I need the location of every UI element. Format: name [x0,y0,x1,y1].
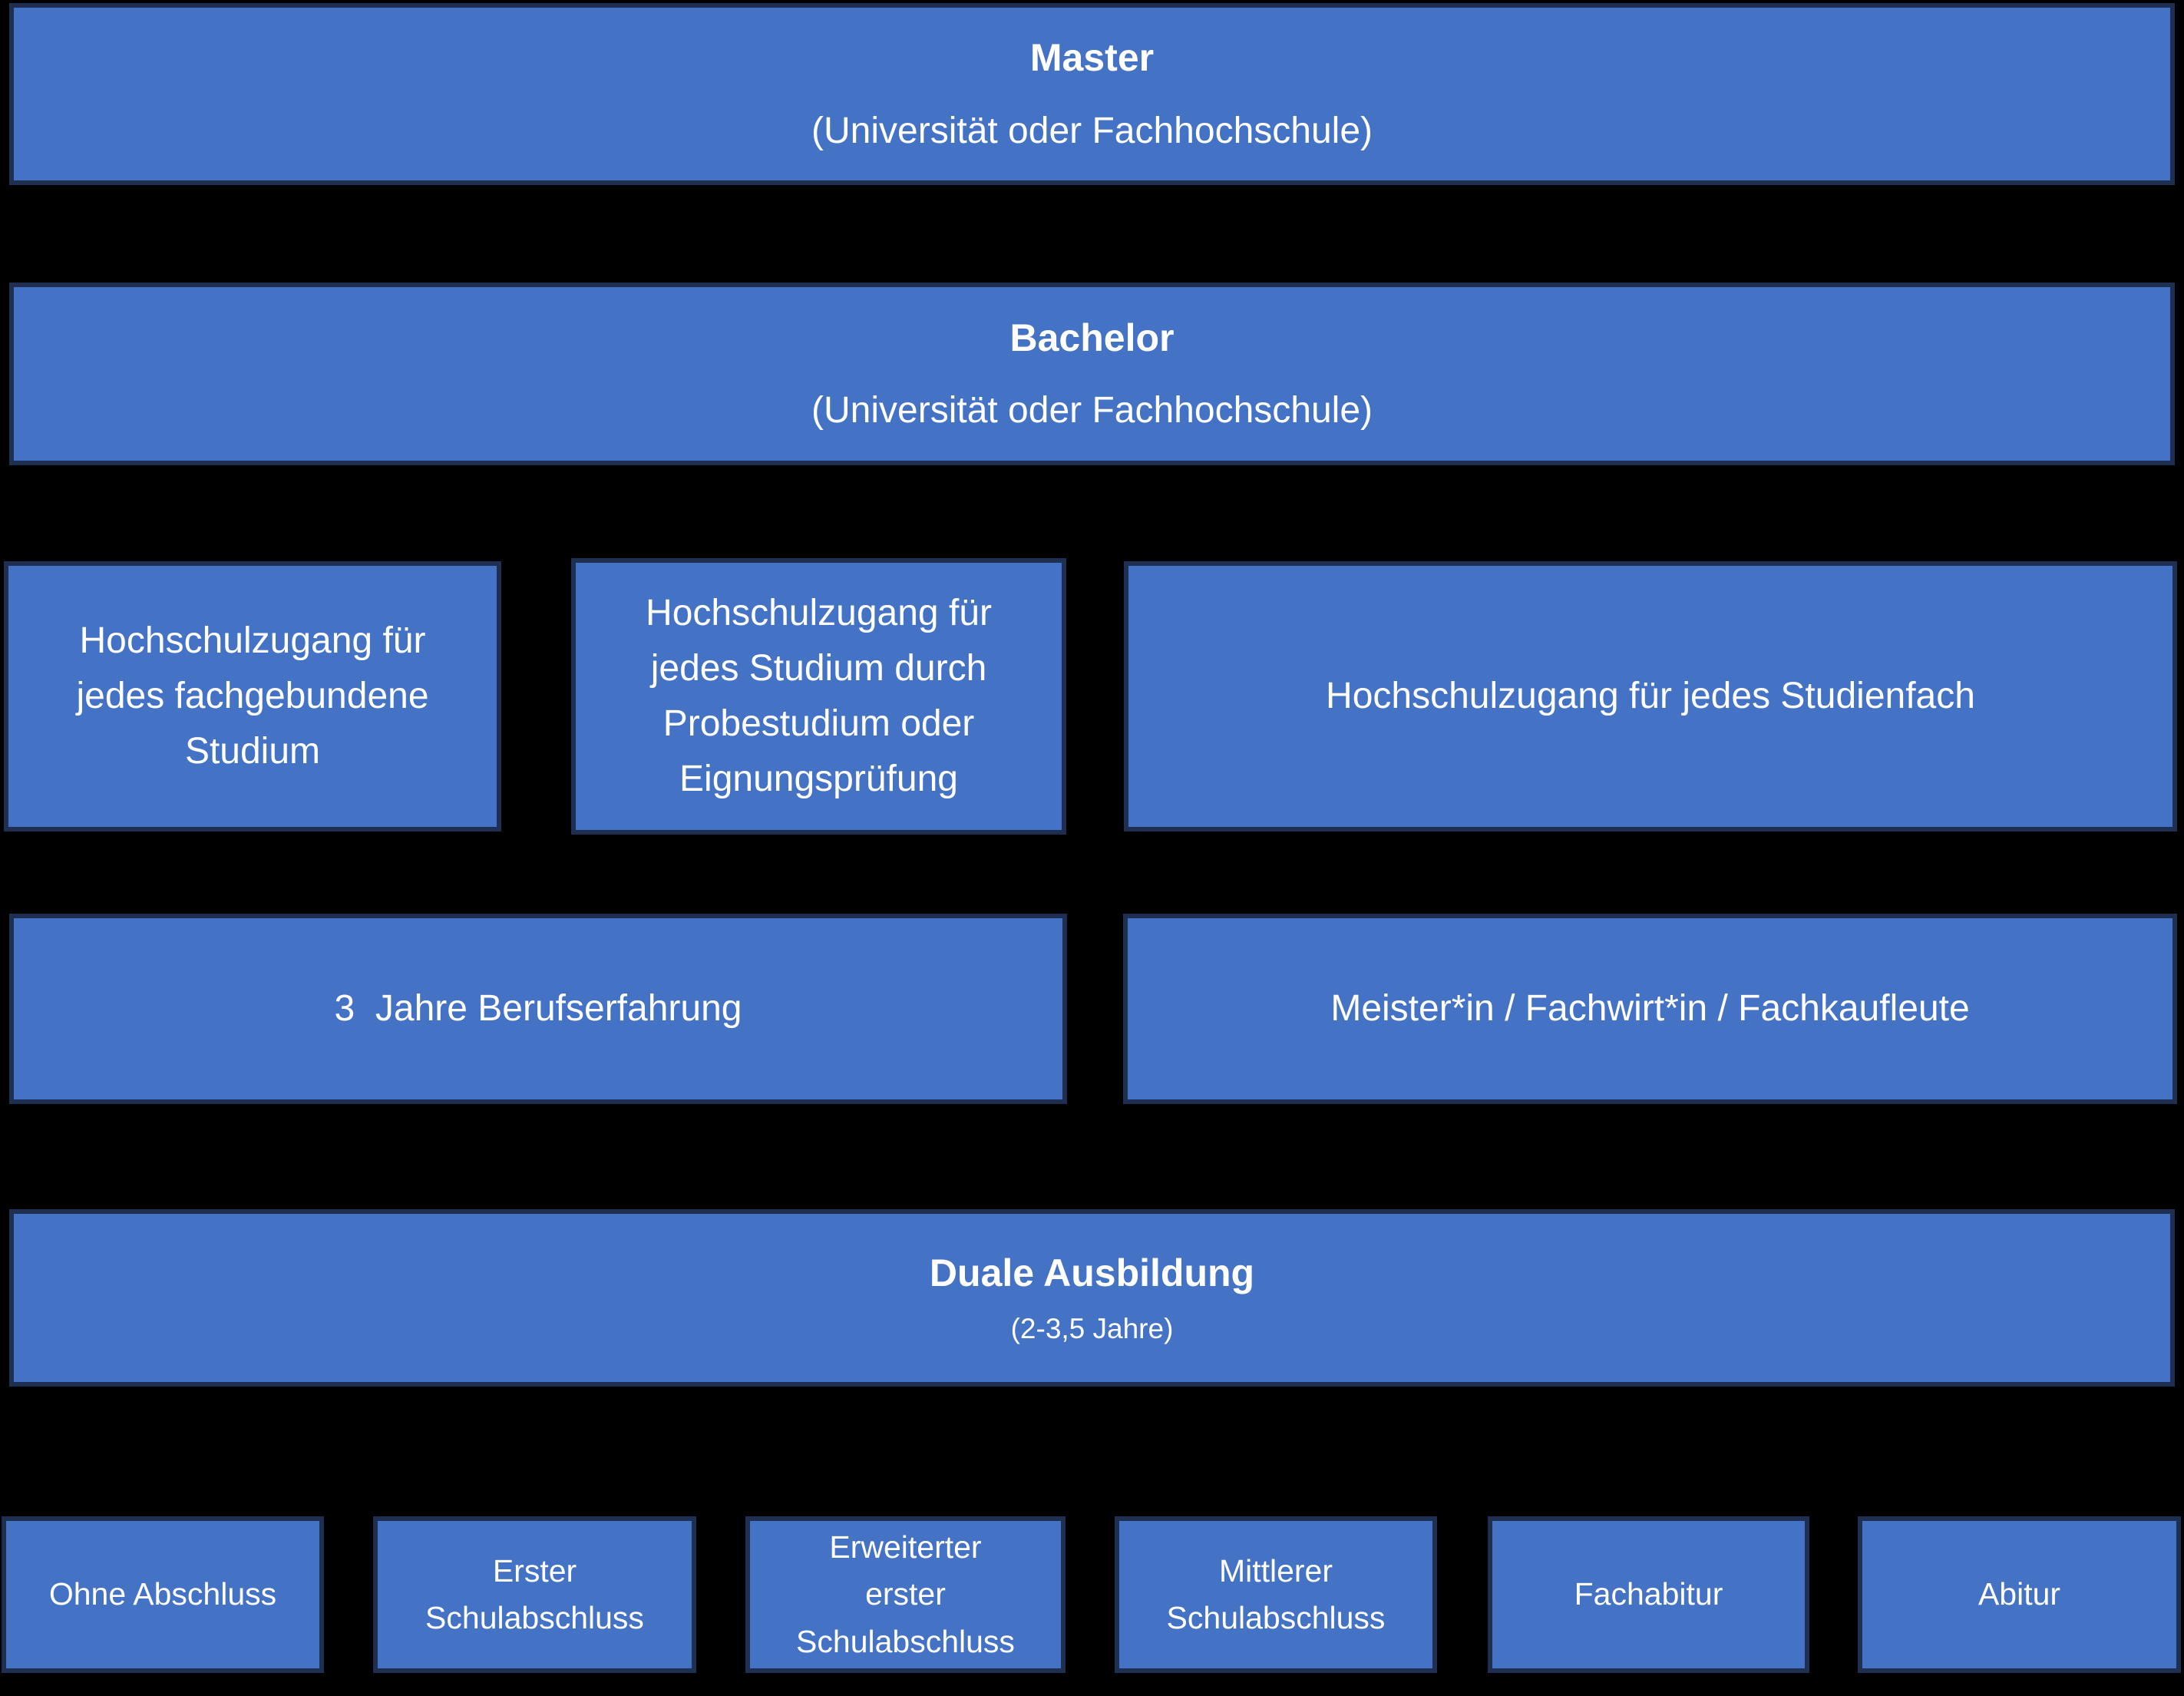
abitur-label: Abitur [1977,1576,2061,1612]
erweiterter-erster-schulabschluss-label: Erweiterter erster Schulabschluss [796,1529,1015,1659]
bachelor-title: Bachelor [1009,316,1175,359]
box-duale-ausbildung: Duale Ausbildung (2-3,5 Jahre) [9,1209,2175,1387]
box-erweiterter-erster-schulabschluss: Erweiterter erster Schulabschluss [745,1516,1066,1673]
box-ohne-abschluss: Ohne Abschluss [2,1516,324,1673]
ohne-abschluss-label: Ohne Abschluss [48,1576,277,1612]
box-bachelor: Bachelor (Universität oder Fachhochschul… [9,283,2175,465]
box-mittlerer-schulabschluss: Mittlerer Schulabschluss [1115,1516,1437,1673]
fachabitur-label: Fachabitur [1574,1576,1723,1612]
box-master: Master (Universität oder Fachhochschule) [9,3,2175,185]
box-hochschulzugang-probestudium: Hochschulzugang für jedes Studium durch … [571,558,1066,835]
duale-ausbildung-subtitle: (2-3,5 Jahre) [1010,1312,1174,1344]
box-berufserfahrung: 3 Jahre Berufserfahrung [9,914,1067,1104]
box-erster-schulabschluss: Erster Schulabschluss [373,1516,696,1673]
hochschulzugang-studienfach-label: Hochschulzugang für jedes Studienfach [1326,676,1975,716]
berufserfahrung-label: 3 Jahre Berufserfahrung [334,988,742,1029]
box-meister-fachwirt: Meister*in / Fachwirt*in / Fachkaufleute [1123,914,2177,1104]
box-hochschulzugang-fachgebunden: Hochschulzugang für jedes fachgebundene … [4,561,501,831]
duale-ausbildung-title: Duale Ausbildung [929,1251,1255,1295]
hochschulzugang-probestudium-label: Hochschulzugang für jedes Studium durch … [646,593,992,799]
master-title: Master [1029,36,1155,80]
box-fachabitur: Fachabitur [1488,1516,1809,1673]
bachelor-subtitle: (Universität oder Fachhochschule) [811,390,1373,431]
box-hochschulzugang-studienfach: Hochschulzugang für jedes Studienfach [1124,561,2177,831]
meister-fachwirt-label: Meister*in / Fachwirt*in / Fachkaufleute [1330,988,1970,1029]
box-abitur: Abitur [1858,1516,2181,1673]
hochschulzugang-fachgebunden-label: Hochschulzugang für jedes fachgebundene … [76,620,429,772]
master-subtitle: (Universität oder Fachhochschule) [811,110,1373,151]
erster-schulabschluss-label: Erster Schulabschluss [425,1552,644,1636]
mittlerer-schulabschluss-label: Mittlerer Schulabschluss [1166,1552,1386,1636]
